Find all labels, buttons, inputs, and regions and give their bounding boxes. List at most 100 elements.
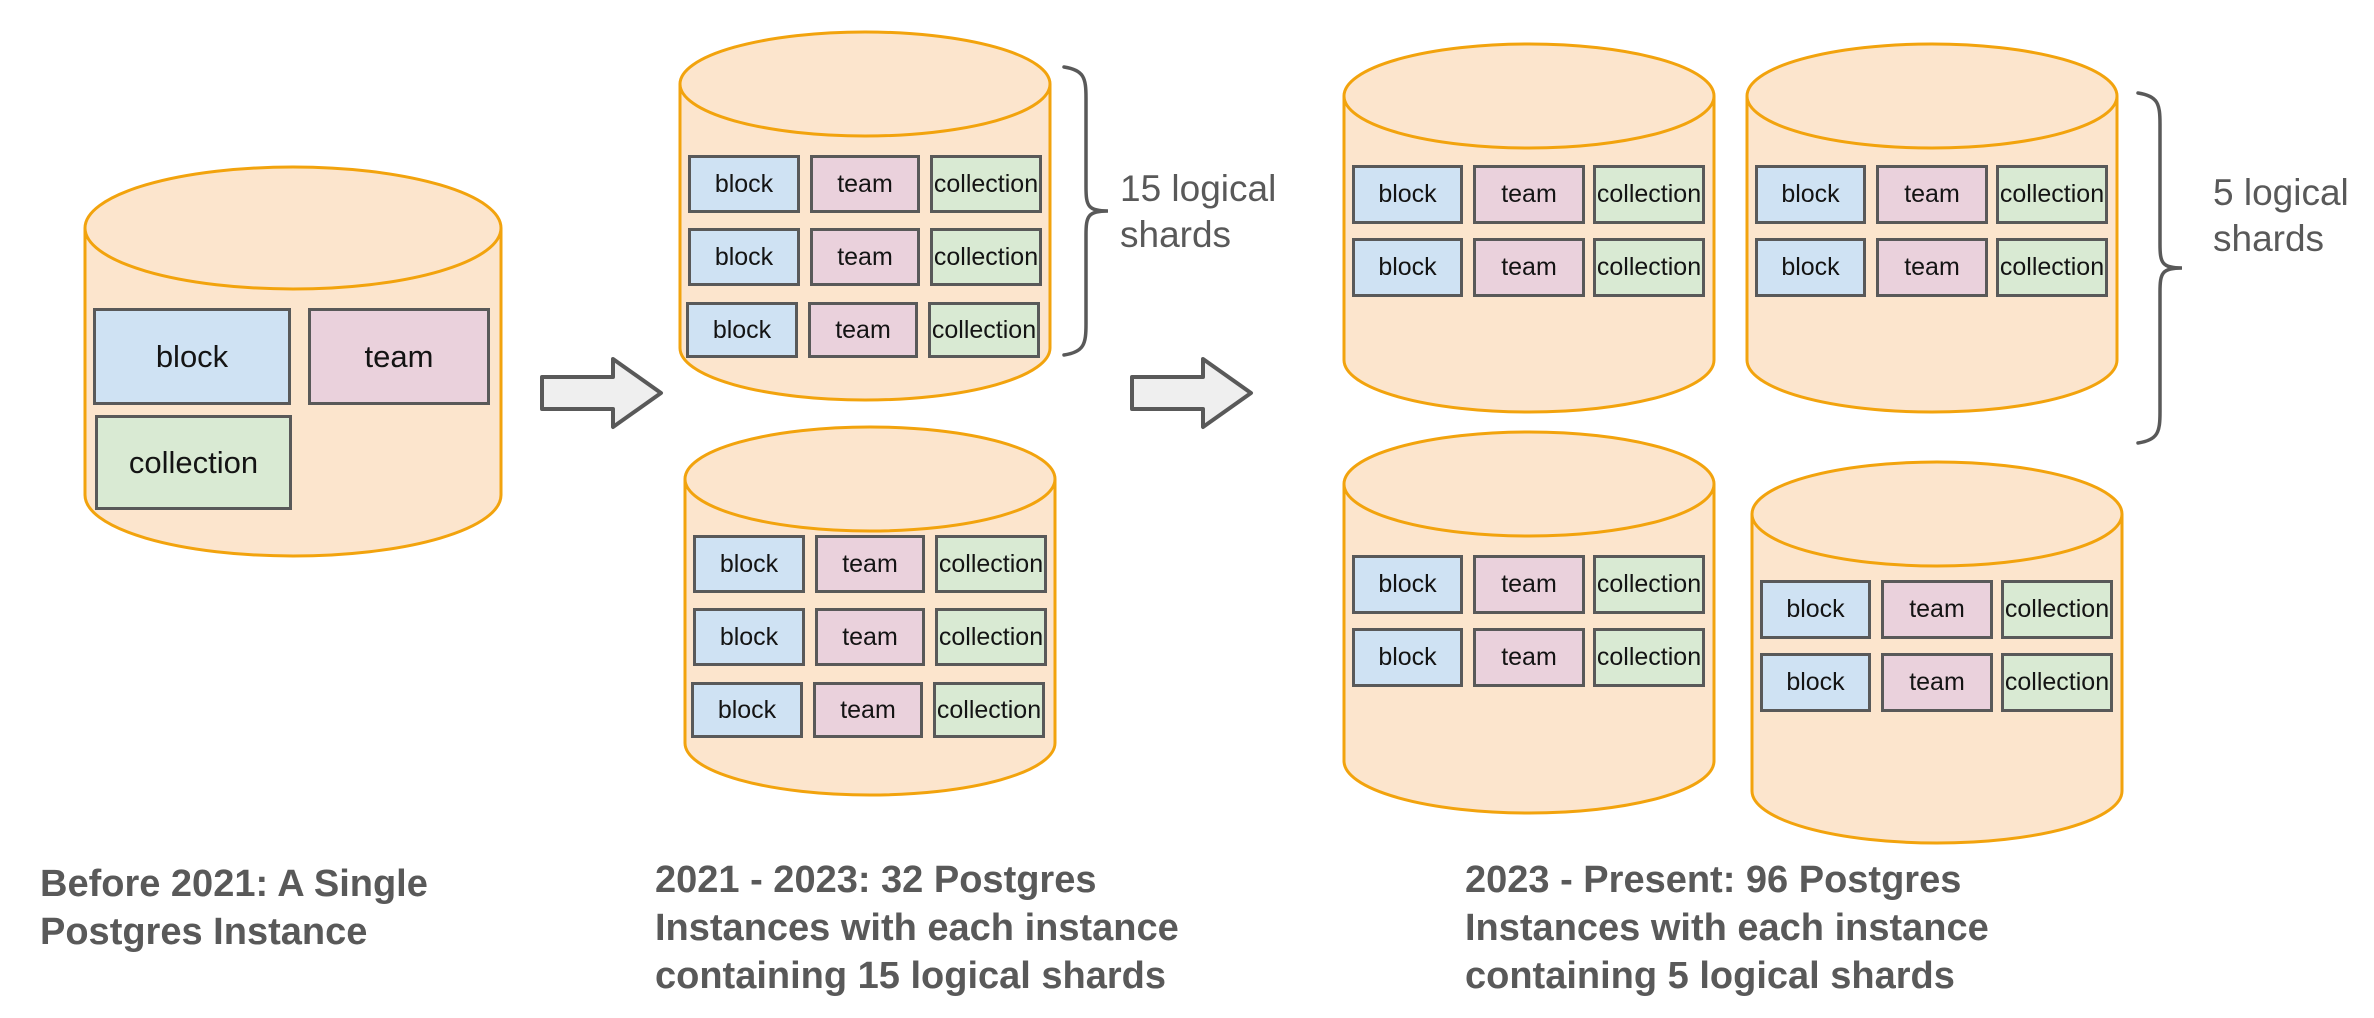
right-shards-annotation: 5 logical shards (2213, 170, 2349, 262)
team-table-label: team (1904, 253, 1960, 281)
collection-table: collection (1593, 628, 1705, 687)
team-table: team (1473, 165, 1585, 224)
block-table: block (686, 302, 798, 358)
team-table-label: team (1501, 180, 1557, 208)
database-cylinder-icon (1342, 42, 1716, 414)
collection-table: collection (2001, 580, 2113, 639)
stage2-caption-line3: containing 15 logical shards (655, 955, 1167, 997)
collection-table: collection (933, 682, 1045, 738)
team-table-label: team (1909, 668, 1965, 696)
block-table-label: block (1378, 643, 1437, 671)
team-table-label: team (364, 338, 434, 374)
block-table-label: block (1378, 253, 1437, 281)
collection-table-label: collection (1999, 180, 2105, 208)
right-arrow-icon (1130, 357, 1253, 429)
collection-table: collection (1593, 238, 1705, 297)
collection-table: collection (2001, 653, 2113, 712)
team-table-label: team (1904, 180, 1960, 208)
curly-brace-icon (1062, 65, 1109, 357)
collection-table: collection (1996, 238, 2108, 297)
block-table: block (93, 308, 291, 405)
stage3-caption-line2: Instances with each instance (1465, 907, 1989, 949)
present-instance-cylinder-bottom-right: block team collection block team collect… (1750, 460, 2124, 845)
block-table: block (693, 608, 805, 666)
block-table: block (1755, 238, 1866, 297)
collection-table-label: collection (933, 169, 1039, 198)
team-table: team (815, 535, 925, 593)
block-table-label: block (712, 315, 772, 344)
block-table: block (1352, 628, 1463, 687)
collection-table: collection (1593, 555, 1705, 614)
block-table-label: block (1786, 668, 1845, 696)
collection-table: collection (935, 535, 1047, 593)
curly-brace-icon (2136, 91, 2183, 445)
block-table: block (1352, 238, 1463, 297)
block-table-label: block (155, 338, 229, 374)
collection-table-label: collection (938, 549, 1044, 578)
block-table: block (1760, 580, 1871, 639)
block-table-label: block (1781, 253, 1840, 281)
block-table-label: block (714, 169, 774, 198)
collection-table-label: collection (128, 444, 259, 480)
stage2-caption-line2: Instances with each instance (655, 907, 1179, 949)
team-table: team (813, 682, 923, 738)
right-arrow-icon (540, 357, 663, 429)
team-table: team (808, 302, 918, 358)
team-table: team (1881, 653, 1993, 712)
team-table: team (1876, 238, 1988, 297)
collection-table-label: collection (2004, 668, 2110, 696)
single-postgres-instance-cylinder: block team collection (83, 165, 503, 558)
block-table-label: block (1786, 595, 1845, 623)
stage1-caption: Before 2021: A Single Postgres Instance (40, 860, 428, 956)
present-instance-cylinder-bottom-left: block team collection block team collect… (1342, 430, 1716, 815)
team-table-label: team (1501, 643, 1557, 671)
stage3-caption-line1: 2023 - Present: 96 Postgres (1465, 859, 1962, 901)
team-table-label: team (1909, 595, 1965, 623)
collection-table: collection (928, 302, 1040, 358)
block-table: block (691, 682, 803, 738)
team-table-label: team (835, 315, 891, 344)
right-shards-line1: 5 logical (2213, 172, 2349, 213)
stage1-caption-line1: Before 2021: A Single (40, 863, 428, 905)
present-instance-cylinder-top-left: block team collection block team collect… (1342, 42, 1716, 414)
stage3-caption: 2023 - Present: 96 Postgres Instances wi… (1465, 856, 1989, 1000)
block-table: block (693, 535, 805, 593)
team-table: team (1473, 238, 1585, 297)
collection-table: collection (935, 608, 1047, 666)
collection-table-label: collection (1596, 570, 1702, 598)
collection-table-label: collection (936, 695, 1042, 724)
collection-table-label: collection (1999, 253, 2105, 281)
middle-shards-line2: shards (1120, 214, 1232, 255)
team-table: team (1876, 165, 1988, 224)
team-table-label: team (842, 622, 898, 651)
database-cylinder-icon (1745, 42, 2119, 414)
team-table: team (1881, 580, 1993, 639)
team-table: team (1473, 555, 1585, 614)
team-table-label: team (837, 169, 893, 198)
team-table: team (1473, 628, 1585, 687)
database-cylinder-icon (1342, 430, 1716, 815)
collection-table-label: collection (1596, 643, 1702, 671)
collection-table-label: collection (931, 315, 1037, 344)
block-table: block (688, 228, 800, 286)
present-instance-cylinder-top-right: block team collection block team collect… (1745, 42, 2119, 414)
block-table-label: block (1781, 180, 1840, 208)
middle-shards-line1: 15 logical (1120, 168, 1277, 209)
block-table: block (1755, 165, 1866, 224)
block-table: block (1352, 555, 1463, 614)
team-table: team (308, 308, 490, 405)
block-table-label: block (719, 549, 779, 578)
collection-table: collection (1996, 165, 2108, 224)
collection-table: collection (1593, 165, 1705, 224)
stage2-caption: 2021 - 2023: 32 Postgres Instances with … (655, 856, 1179, 1000)
block-table-label: block (717, 695, 777, 724)
collection-table: collection (930, 155, 1042, 213)
collection-table: collection (95, 415, 292, 510)
stage2-caption-line1: 2021 - 2023: 32 Postgres (655, 859, 1097, 901)
sharded-instance-cylinder-bottom: block team collection block team collect… (683, 425, 1057, 797)
block-table: block (1352, 165, 1463, 224)
team-table-label: team (842, 549, 898, 578)
collection-table-label: collection (938, 622, 1044, 651)
team-table-label: team (837, 242, 893, 271)
